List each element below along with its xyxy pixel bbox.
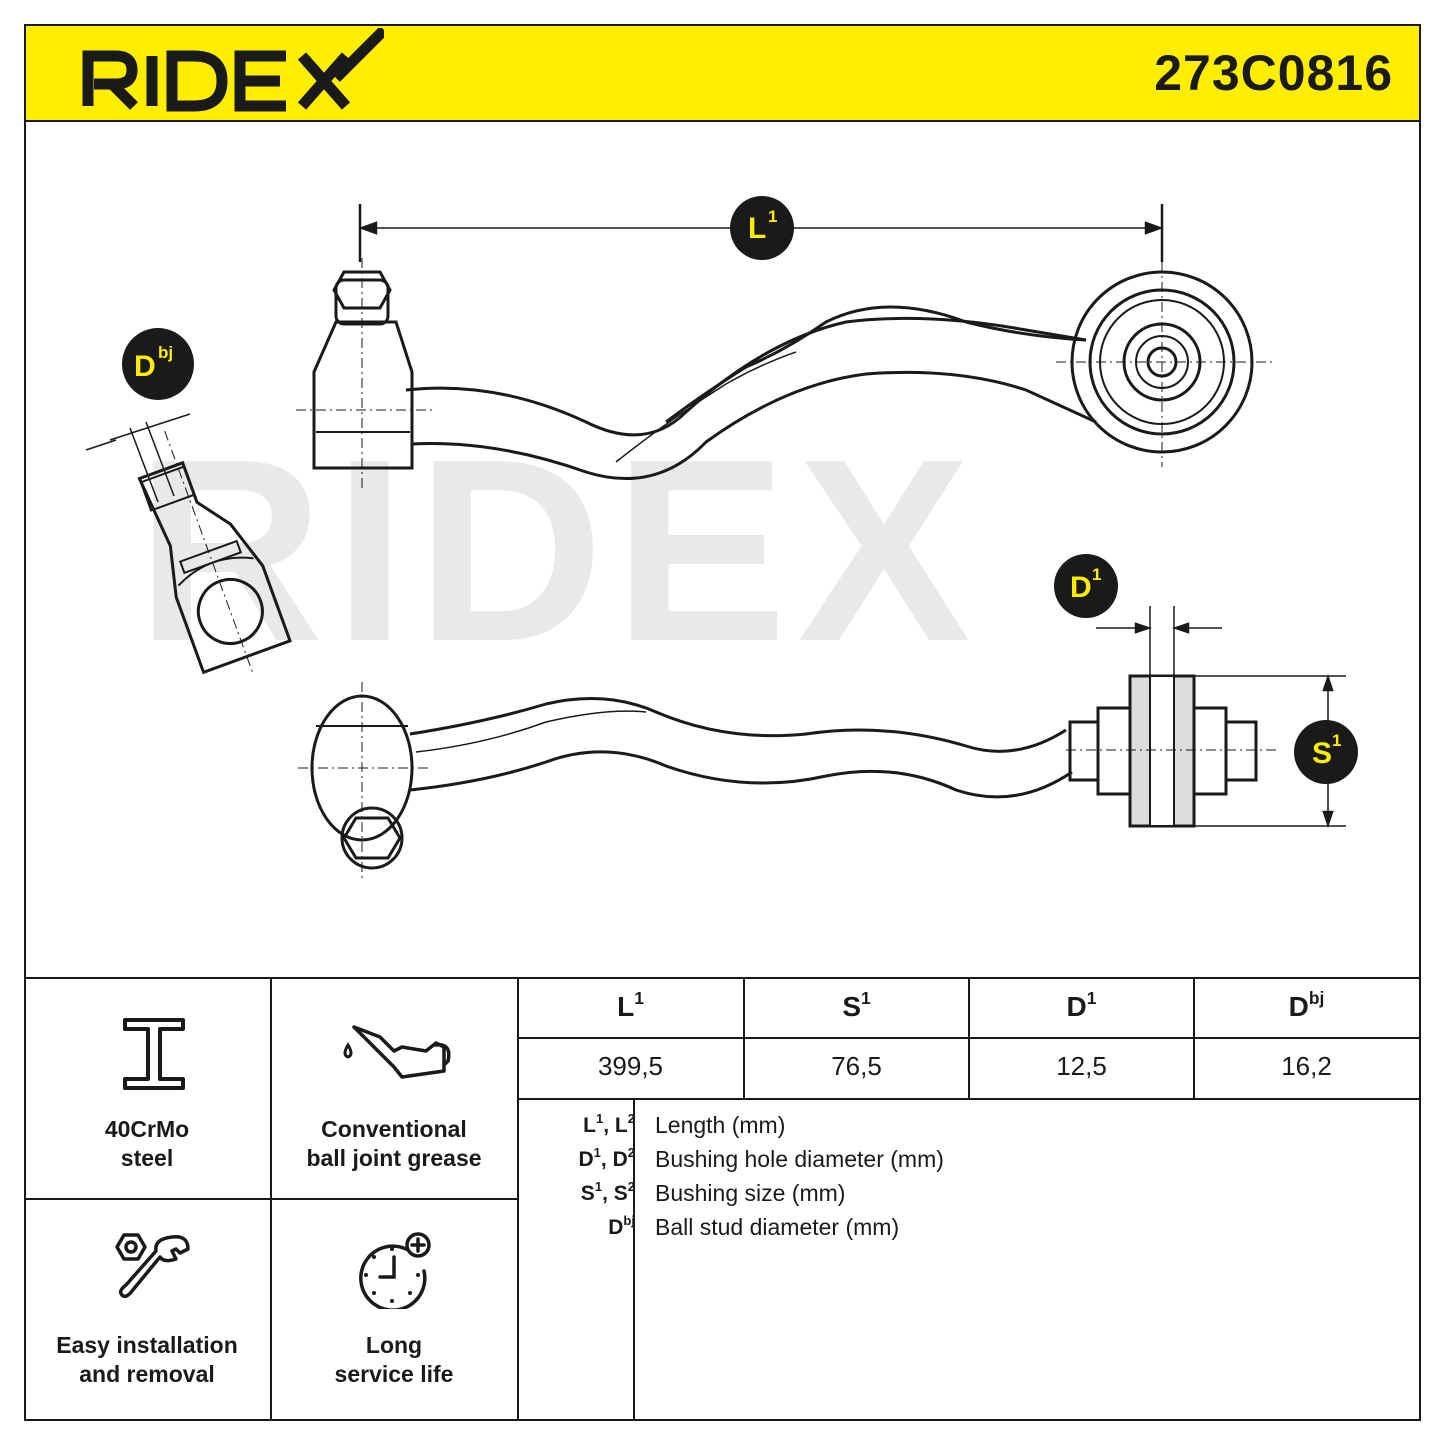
divider [517, 1098, 1421, 1100]
ball-joint-detail [137, 430, 292, 676]
svg-text:1: 1 [768, 207, 777, 226]
legend-code-bushing-size: S1, S2 [580, 1178, 635, 1205]
feature-service-life: Long service life [334, 1332, 454, 1387]
label-L1: L 1 [730, 196, 794, 260]
legend-text-bushing-size: Bushing size (mm) [655, 1180, 846, 1206]
part-number: 273C0816 [1154, 45, 1393, 101]
legend-code-length: L1, L2 [583, 1110, 635, 1137]
svg-text:1: 1 [1092, 565, 1101, 584]
label-D1: D 1 [1054, 554, 1118, 618]
legend-code-ball-stud: Dbj [608, 1212, 635, 1239]
table-value-L1: 399,5 [597, 1051, 664, 1081]
legend-text-ball-stud: Ball stud diameter (mm) [655, 1214, 900, 1240]
svg-text:L: L [748, 212, 766, 245]
divider [24, 1198, 517, 1200]
svg-text:1: 1 [1332, 731, 1341, 750]
table-header-Dbj: Dbj [1288, 987, 1325, 1022]
table-header-D1: D1 [1066, 987, 1097, 1022]
wrench-nut-icon [115, 1233, 190, 1299]
info-panel: 40CrMo steel Conventional ball joint gre… [24, 977, 1421, 1421]
control-arm-side-view [298, 606, 1346, 878]
table-value-S1: 76,5 [831, 1051, 882, 1081]
table-value-Dbj: 16,2 [1281, 1051, 1332, 1081]
svg-text:bj: bj [158, 343, 173, 362]
svg-text:D: D [134, 350, 156, 383]
label-S1: S 1 [1294, 720, 1358, 784]
divider [1193, 977, 1195, 1098]
divider [24, 977, 1421, 979]
table-header-L1: L1 [617, 987, 644, 1022]
legend-text-length: Length (mm) [655, 1112, 786, 1138]
control-arm-top-view [296, 258, 1276, 492]
header-bar: 273C0816 [24, 24, 1421, 122]
divider [517, 977, 519, 1421]
svg-text:S: S [1312, 737, 1332, 770]
table-header-S1: S1 [842, 987, 871, 1022]
divider [743, 977, 745, 1098]
i-beam-icon [123, 1018, 185, 1090]
feature-grease: Conventional ball joint grease [306, 1116, 482, 1171]
technical-drawing: RIDEX [85, 196, 1358, 878]
feature-material: 40CrMo steel [104, 1116, 190, 1171]
ridex-logo [82, 28, 384, 112]
svg-text:D: D [1070, 571, 1092, 604]
watermark-text: RIDEX [136, 406, 981, 696]
feature-installation: Easy installation and removal [56, 1332, 238, 1387]
legend-code-bushing-hole: D1, D2 [578, 1144, 635, 1171]
oil-can-icon [343, 1025, 451, 1079]
table-value-D1: 12,5 [1056, 1051, 1107, 1081]
legend-text-bushing-hole: Bushing hole diameter (mm) [655, 1146, 944, 1172]
label-Dbj: D bj [122, 328, 194, 400]
clock-plus-icon [359, 1232, 431, 1309]
divider [968, 977, 970, 1098]
divider [633, 1098, 635, 1421]
